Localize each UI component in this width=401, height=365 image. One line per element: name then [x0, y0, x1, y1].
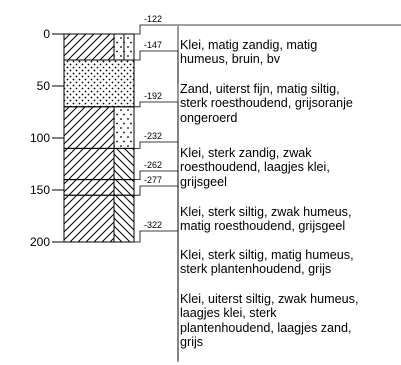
boundary-level-label: -277 — [144, 175, 162, 185]
soil-column — [63, 33, 135, 243]
layer-description-line: grijs — [180, 334, 204, 349]
layer-description-line: ongeroerd — [180, 110, 238, 125]
boundary-leader-line — [134, 50, 178, 61]
depth-axis: 0 50 100 150 200 — [30, 27, 64, 249]
soil-layer — [63, 33, 135, 61]
layer-description-line: Klei, sterk siltig, zwak humeus, — [180, 205, 352, 219]
soil-layer — [63, 179, 135, 196]
layer-description-line: Klei, uiterst siltig, zwak humeus, — [180, 292, 359, 306]
layer-description: Klei, uiterst siltig, zwak humeus,laagje… — [180, 292, 401, 349]
layer-description-line: matig roesthoudend, grijsgeel — [180, 219, 346, 234]
layer-admixture-pattern — [114, 148, 134, 180]
boundary-leader-line — [134, 101, 178, 108]
layer-description-line: plantenhoudend, laagjes zand, — [180, 320, 352, 335]
depth-tick-label: 150 — [30, 183, 50, 197]
depth-tick-label: 0 — [43, 27, 50, 41]
layer-main-pattern — [64, 106, 114, 149]
boundary-level-label: -192 — [144, 91, 162, 101]
boundary-level-label: -232 — [144, 131, 162, 141]
boundary-leader-line — [134, 230, 178, 243]
layer-description: Klei, sterk siltig, zwak humeus,matig ro… — [180, 205, 401, 234]
layer-description-line: grijsgeel — [180, 174, 227, 189]
layer-description-line: sterk roesthoudend, grijsoranje — [180, 96, 353, 111]
soil-layer — [63, 194, 135, 243]
layer-admixture-pattern — [114, 106, 134, 149]
layer-description-line: Klei, matig zandig, matig — [180, 38, 318, 52]
layer-description-line: Klei, sterk siltig, matig humeus, — [180, 248, 354, 262]
boundary-leaders: -122 -147 -192 -232 -262 -277 -322 — [134, 14, 401, 362]
layer-description-line: Klei, sterk zandig, zwak — [180, 146, 312, 160]
boundary-level-label: -262 — [144, 160, 162, 170]
layer-admixture-pattern — [114, 60, 134, 107]
boundary-leader-line — [134, 24, 178, 35]
boundary-leader-line — [134, 170, 178, 181]
layer-main-pattern — [64, 195, 114, 242]
boundary-level-label: -122 — [144, 14, 162, 24]
soil-layer — [63, 147, 135, 181]
layer-main-pattern — [64, 34, 114, 60]
boundary-level-label: -322 — [144, 220, 162, 230]
boundary-leader-line — [134, 185, 178, 196]
soil-layer — [63, 59, 135, 108]
layer-admixture-pattern — [114, 179, 134, 196]
layer-description-line: humeus, bruin, bv — [180, 52, 281, 67]
layer-outline — [63, 194, 135, 243]
layer-description-line: Zand, uiterst fijn, matig siltig, — [180, 82, 340, 96]
depth-tick-label: 100 — [30, 131, 50, 145]
layer-main-pattern — [64, 148, 114, 180]
depth-tick-label: 200 — [30, 235, 50, 249]
layer-admixture-pattern — [114, 195, 134, 242]
layer-main-pattern — [64, 179, 114, 196]
depth-tick-label: 50 — [37, 79, 51, 93]
layer-description: Klei, sterk siltig, matig humeus,sterk p… — [180, 248, 401, 277]
layer-main-pattern — [64, 60, 114, 107]
boundary-level-label: -147 — [144, 40, 162, 50]
layer-description-line: laagjes klei, sterk — [180, 306, 277, 321]
boundary-leader-line — [134, 141, 178, 149]
layer-description-line: roesthoudend, laagjes klei, — [180, 160, 330, 175]
layer-description: Zand, uiterst fijn, matig siltig,sterk r… — [180, 82, 401, 125]
soil-layer — [63, 106, 135, 149]
layer-description-line: sterk plantenhoudend, grijs — [180, 262, 332, 277]
